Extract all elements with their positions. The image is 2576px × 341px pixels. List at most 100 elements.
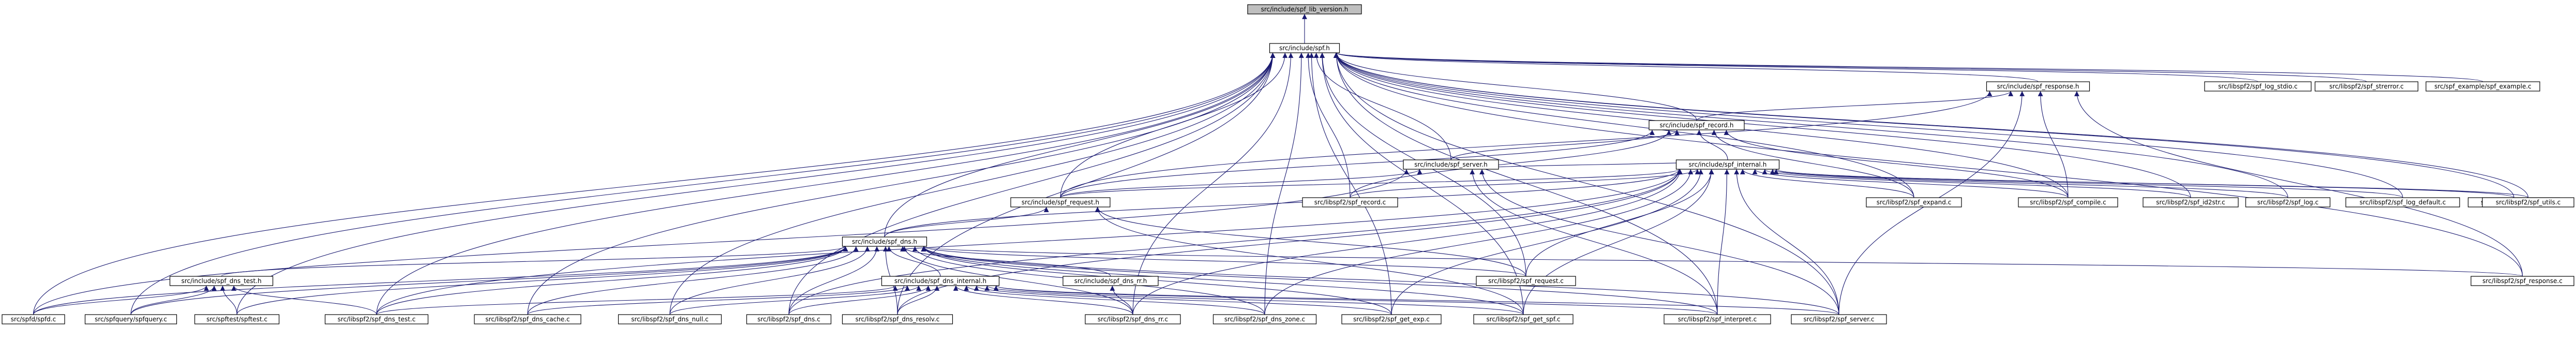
edge-spf_dns_rr_c-to-spf_internal_h bbox=[1132, 169, 1683, 315]
node-box bbox=[618, 314, 722, 324]
edge-spf_request_c-to-spf_request_h bbox=[1095, 206, 1526, 277]
node-label: src/libspf2/spf_dns_null.c bbox=[631, 316, 708, 323]
edge-spf_dns_null_c-to-spf_dns_internal_h bbox=[669, 285, 921, 315]
node-spf-expand-c[interactable]: src/libspf2/spf_expand.c bbox=[1866, 197, 1962, 207]
node-box bbox=[84, 314, 177, 324]
node-label: src/libspf2/spf_request.c bbox=[1488, 277, 1564, 285]
edge-spf_log_stdio_c-to-spf_h bbox=[1334, 52, 2258, 82]
node-spf-utils-c[interactable]: src/libspf2/spf_utils.c bbox=[2482, 197, 2574, 207]
edge-spftest_c-to-spf_dns_h bbox=[236, 246, 848, 315]
edge-spf_interpret_c-to-spf_dns_internal_h bbox=[994, 285, 1718, 315]
node-spf-dns-test-c[interactable]: src/libspf2/spf_dns_test.c bbox=[324, 314, 429, 324]
node-spf-dns-cache-c[interactable]: src/libspf2/spf_dns_cache.c bbox=[474, 314, 581, 324]
node-label: src/libspf2/spf_log_default.c bbox=[2360, 199, 2446, 206]
node-spf-response-h[interactable]: src/include/spf_response.h bbox=[1986, 81, 2090, 92]
node-spf-internal-h[interactable]: src/include/spf_internal.h bbox=[1675, 159, 1780, 170]
node-box bbox=[169, 276, 274, 286]
node-spf-record-c[interactable]: src/libspf2/spf_record.c bbox=[1302, 197, 1398, 207]
node-box bbox=[2425, 81, 2540, 92]
edge-spf_server_c-to-spf_dns_internal_h bbox=[994, 285, 1839, 315]
node-spf-interpret-c[interactable]: src/libspf2/spf_interpret.c bbox=[1664, 314, 1771, 324]
node-box bbox=[1664, 314, 1771, 324]
node-label: src/include/spf.h bbox=[1279, 45, 1330, 52]
node-spf-dns-c[interactable]: src/libspf2/spf_dns.c bbox=[746, 314, 832, 324]
node-spf-get-exp-c[interactable]: src/libspf2/spf_get_exp.c bbox=[1341, 314, 1442, 324]
edge-spf_record_c-to-spf_record_h bbox=[1350, 129, 1672, 198]
node-spf-response-c[interactable]: src/libspf2/spf_response.c bbox=[2470, 276, 2574, 286]
edge-spf_response_h-to-spf_h bbox=[1334, 52, 2039, 82]
node-spf-server-h[interactable]: src/include/spf_server.h bbox=[1403, 159, 1499, 170]
node-box bbox=[2245, 197, 2331, 207]
edge-spf_compile_c-to-spf_record_h bbox=[1724, 129, 2069, 198]
node-label: src/include/spf_request.h bbox=[1022, 199, 1099, 206]
node-label: src/include/spf_lib_version.h bbox=[1261, 6, 1349, 13]
node-spf-h[interactable]: src/include/spf.h bbox=[1269, 43, 1340, 53]
node-box bbox=[2018, 197, 2118, 207]
node-label: src/include/spf_dns_test.h bbox=[181, 277, 261, 285]
node-spf-request-c[interactable]: src/libspf2/spf_request.c bbox=[1476, 276, 1576, 286]
node-label: src/libspf2/spf_strerror.c bbox=[2329, 83, 2404, 90]
node-spf-log-c[interactable]: src/libspf2/spf_log.c bbox=[2245, 197, 2331, 207]
node-spf-record-h[interactable]: src/include/spf_record.h bbox=[1649, 120, 1745, 130]
edge-spf_server_c-to-spf_server_h bbox=[1479, 169, 1839, 315]
node-spf-example-c[interactable]: src/spf_example/spf_example.c bbox=[2425, 81, 2540, 92]
node-box bbox=[2143, 197, 2239, 207]
edge-spf_dns_zone_c-to-spf_h bbox=[1264, 52, 1304, 315]
node-root[interactable]: src/include/spf_lib_version.h bbox=[1247, 4, 1362, 14]
edge-spf_response_c-to-spf_response_h bbox=[2074, 91, 2523, 277]
edge-spf_dns_cache_c-to-spf_dns_internal_h bbox=[527, 285, 910, 315]
edge-spf_request_h-to-spf_internal_h bbox=[1060, 169, 1682, 198]
edge-spf_dns_zone_c-to-spf_dns_internal_h bbox=[964, 285, 1265, 315]
node-spf-dns-null-c[interactable]: src/libspf2/spf_dns_null.c bbox=[618, 314, 722, 324]
edge-spf_expand_c-to-spf_h bbox=[1334, 52, 1914, 198]
node-box bbox=[1866, 197, 1962, 207]
edge-spf_dns_h-to-spf_request_h bbox=[884, 206, 1049, 238]
node-spf-dns-h[interactable]: src/include/spf_dns.h bbox=[842, 236, 927, 247]
node-box bbox=[2470, 276, 2574, 286]
edge-spf_log_c-to-spf_h bbox=[1334, 52, 2288, 198]
node-label: src/libspf2/spf_id2str.c bbox=[2156, 199, 2225, 206]
node-spf-dns-internal-h[interactable]: src/include/spf_dns_internal.h bbox=[881, 276, 1000, 286]
edge-spf_request_c-to-spf_dns_h bbox=[921, 246, 1526, 277]
node-spf-get-spf-c[interactable]: src/libspf2/spf_get_spf.c bbox=[1473, 314, 1574, 324]
node-box bbox=[1473, 314, 1574, 324]
edge-spf_log_c-to-spf_internal_h bbox=[1770, 169, 2288, 198]
node-spf-server-c[interactable]: src/libspf2/spf_server.c bbox=[1791, 314, 1887, 324]
node-spf-dns-zone-c[interactable]: src/libspf2/spf_dns_zone.c bbox=[1212, 314, 1317, 324]
node-spf-dns-test-h[interactable]: src/include/spf_dns_test.h bbox=[169, 276, 274, 286]
edge-spf_request_h-to-spf_response_h bbox=[1060, 91, 1993, 198]
edge-spf_utils_c-to-spf_internal_h bbox=[1774, 169, 2529, 198]
node-box bbox=[842, 236, 927, 247]
edge-spf_interpret_c-to-spf_dns_h bbox=[921, 246, 1718, 315]
edge-spf_log_default_c-to-spf_h bbox=[1334, 52, 2403, 198]
node-label: src/libspf2/spf_get_spf.c bbox=[1486, 316, 1560, 323]
node-label: src/libspf2/spf_log_stdio.c bbox=[2218, 83, 2297, 90]
edge-spf_get_spf_c-to-spf_dns_h bbox=[921, 246, 1524, 315]
node-spf-id2str-c[interactable]: src/libspf2/spf_id2str.c bbox=[2143, 197, 2239, 207]
edge-spf_print_c-to-spf_h bbox=[1334, 52, 2514, 198]
edge-spf_dns_rr_h-to-spf_dns_h bbox=[900, 246, 1111, 277]
node-label: src/libspf2/spf_record.c bbox=[1314, 199, 1386, 206]
edge-spf_dns_internal_h-to-spf_dns_h bbox=[886, 246, 941, 277]
node-spftest-c[interactable]: src/spftest/spftest.c bbox=[194, 314, 280, 324]
node-spf-dns-rr-h[interactable]: src/include/spf_dns_rr.h bbox=[1062, 276, 1159, 286]
node-spf-dns-rr-c[interactable]: src/libspf2/spf_dns_rr.c bbox=[1085, 314, 1181, 324]
node-label: src/include/spf_dns_rr.h bbox=[1074, 277, 1147, 285]
node-spf-log-stdio-c[interactable]: src/libspf2/spf_log_stdio.c bbox=[2204, 81, 2312, 92]
edge-spf_dns_resolv_c-to-spf_internal_h bbox=[897, 169, 1682, 315]
node-spfquery-c[interactable]: src/spfquery/spfquery.c bbox=[84, 314, 177, 324]
node-spfd-c[interactable]: src/spfd/spfd.c bbox=[2, 314, 65, 324]
node-box bbox=[2204, 81, 2312, 92]
node-label: src/libspf2/spf_dns_zone.c bbox=[1224, 316, 1305, 323]
node-spf-strerror-c[interactable]: src/libspf2/spf_strerror.c bbox=[2314, 81, 2419, 92]
node-box bbox=[2345, 197, 2460, 207]
node-label: src/libspf2/spf_interpret.c bbox=[1678, 316, 1757, 323]
node-spf-compile-c[interactable]: src/libspf2/spf_compile.c bbox=[2018, 197, 2118, 207]
node-spf-dns-resolv-c[interactable]: src/libspf2/spf_dns_resolv.c bbox=[842, 314, 953, 324]
node-box bbox=[324, 314, 429, 324]
node-spf-log-default-c[interactable]: src/libspf2/spf_log_default.c bbox=[2345, 197, 2460, 207]
edge-spf_response_c-to-spf_dns_h bbox=[921, 246, 2523, 277]
edge-spf_dns_c-to-spf_dns_h bbox=[788, 246, 880, 315]
node-spf-request-h[interactable]: src/include/spf_request.h bbox=[1010, 197, 1111, 207]
